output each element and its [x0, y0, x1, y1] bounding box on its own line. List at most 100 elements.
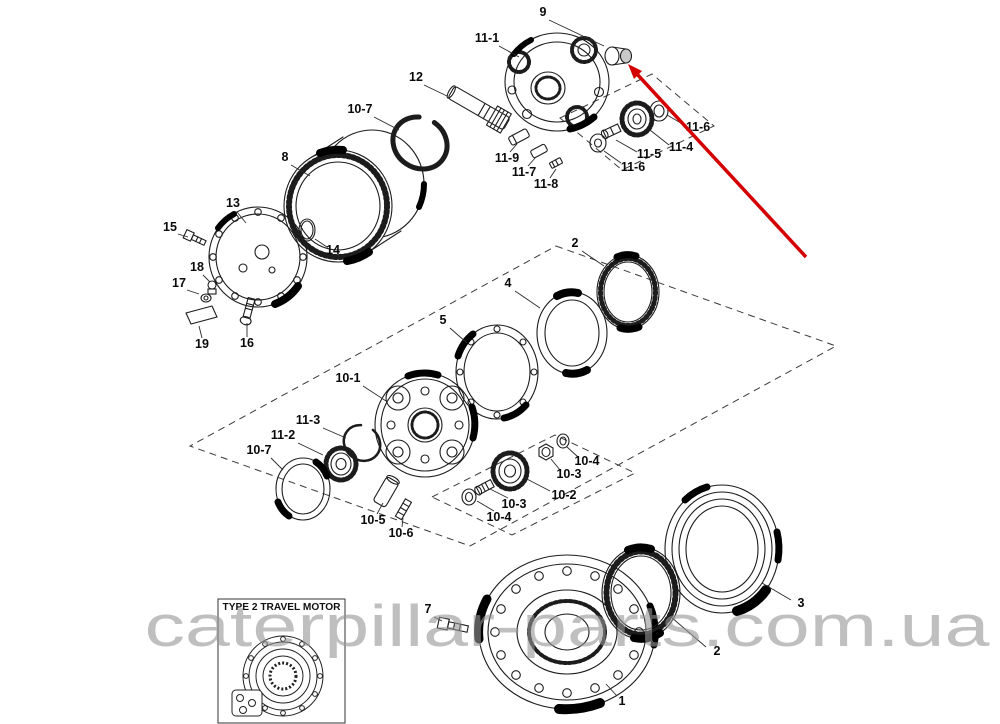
callout-16: 16: [240, 336, 254, 350]
part-19-plate-drawing: [185, 305, 218, 325]
callout-11-5: 11-5: [637, 147, 661, 161]
inset-travel-motor: TYPE 2 TRAVEL MOTOR: [217, 598, 346, 724]
part-8-ring-gear-drawing: [283, 129, 427, 265]
inset-motor-drawing: [231, 635, 324, 717]
callout-11-6: 11-6: [621, 160, 645, 174]
leader-line-11-3: [322, 427, 347, 439]
part-10-7-snap-ring-drawing: [390, 114, 450, 172]
watermark-text: caterpillar-parts.com.ua: [145, 594, 991, 659]
callout-11-1: 11-1: [475, 31, 499, 45]
leader-line-11-8: [549, 168, 557, 179]
callout-11-2: 11-2: [271, 428, 295, 442]
leader-line-10-4: [476, 500, 495, 512]
leader-line-10-5: [376, 502, 384, 515]
callout-10-1: 10-1: [335, 371, 360, 385]
part-15-bolt-drawing: [182, 228, 207, 247]
leader-line-10-4: [566, 446, 579, 458]
leader-line-10-3: [489, 488, 509, 499]
part-11-4-gear-drawing: [619, 100, 655, 138]
callout-19: 19: [195, 337, 209, 351]
part-11-3-snap-ring-drawing: [342, 423, 382, 463]
callout-12: 12: [409, 70, 423, 84]
callout-10-6: 10-6: [388, 526, 413, 540]
leader-line-11-4: [649, 129, 670, 146]
leader-line-2: [581, 250, 605, 267]
pointer-arrowhead-icon: [628, 64, 642, 79]
callout-17: 17: [172, 276, 186, 290]
part-13-cover-drawing: [208, 206, 308, 308]
leader-line-11-1: [498, 45, 520, 58]
part-11-2-gear-drawing: [323, 445, 359, 483]
callout-9: 9: [540, 5, 547, 19]
part-5-ring-gear-drawing: [454, 324, 539, 422]
callout-11-3: 11-3: [296, 413, 320, 427]
callout-5: 5: [440, 313, 447, 327]
callout-11-6: 11-6: [686, 120, 710, 134]
callout-4: 4: [505, 276, 512, 290]
part-14-oring-drawing: [298, 218, 316, 242]
leader-line-2: [670, 616, 707, 648]
callout-10-2: 10-2: [551, 488, 576, 502]
callout-10-4: 10-4: [574, 454, 599, 468]
leader-line-11-6: [603, 150, 622, 164]
inset-title: TYPE 2 TRAVEL MOTOR: [223, 601, 341, 613]
leader-line-10-3: [550, 458, 561, 471]
leader-line-3: [761, 582, 792, 601]
callout-10-7: 10-7: [347, 102, 372, 116]
leader-line-11-5: [615, 139, 638, 153]
part-10-6-spring-pin-drawing: [394, 498, 413, 521]
part-11-8-pin-drawing: [549, 157, 563, 169]
callout-13: 13: [226, 196, 240, 210]
leader-line-10-7: [270, 457, 284, 471]
leader-line-1: [605, 683, 618, 697]
pointer-arrow-line: [634, 71, 808, 259]
part-11-5-bolt-drawing: [600, 123, 622, 140]
callout-3: 3: [798, 596, 805, 610]
callout-2: 2: [572, 236, 579, 250]
callout-10-4: 10-4: [486, 510, 511, 524]
part-10-4-ring-drawing: [556, 433, 570, 449]
leader-line-14: [314, 238, 328, 248]
leader-line-10-1: [362, 385, 387, 402]
part-10-3-nut-drawing: [538, 443, 554, 461]
callout-1: 1: [619, 694, 626, 708]
callout-11-9: 11-9: [495, 151, 519, 165]
part-10-3-washer-drawing: [461, 488, 477, 506]
part-18-plug-drawing: [207, 280, 217, 295]
leader-line-10-6: [401, 517, 404, 528]
part-17-fitting-drawing: [200, 293, 212, 303]
part-2-bearing-mid-drawing: [596, 251, 660, 333]
part-16-bolt-drawing: [239, 296, 256, 326]
callout-10-5: 10-5: [360, 513, 385, 527]
callout-14: 14: [326, 243, 340, 257]
leader-line-7: [433, 616, 443, 622]
leader-line-19: [198, 325, 203, 339]
leader-line-10-7: [373, 116, 400, 131]
callout-11-7: 11-7: [512, 165, 536, 179]
part-3-ring-set-drawing: [664, 483, 783, 616]
callout-7: 7: [425, 602, 432, 616]
part-10-2-gear-drawing: [490, 450, 530, 492]
callout-15: 15: [163, 220, 177, 234]
leader-line-11-7: [527, 156, 537, 167]
leader-line-11-2: [297, 442, 324, 456]
leader-line-15: [177, 233, 189, 238]
part-7-bolt-drawing: [436, 616, 470, 633]
callout-18: 18: [190, 260, 204, 274]
part-4-ring-drawing: [536, 288, 608, 378]
callout-10-7: 10-7: [246, 443, 271, 457]
leader-line-12: [423, 84, 448, 97]
part-11-7-pin-drawing: [530, 143, 548, 159]
part-12-sun-shaft-drawing: [446, 85, 513, 134]
callout-2: 2: [714, 644, 721, 658]
part-10-7-race-drawing: [274, 457, 331, 521]
part-10-4-bolt-drawing: [474, 478, 495, 496]
part-11-1-carrier-drawing: [504, 32, 610, 133]
part-10-1-carrier-drawing: [374, 369, 479, 478]
part-11-6-washer-drawing: [589, 133, 607, 153]
part-11-6-ring-drawing: [649, 100, 669, 122]
leader-line-11-9: [509, 143, 518, 153]
